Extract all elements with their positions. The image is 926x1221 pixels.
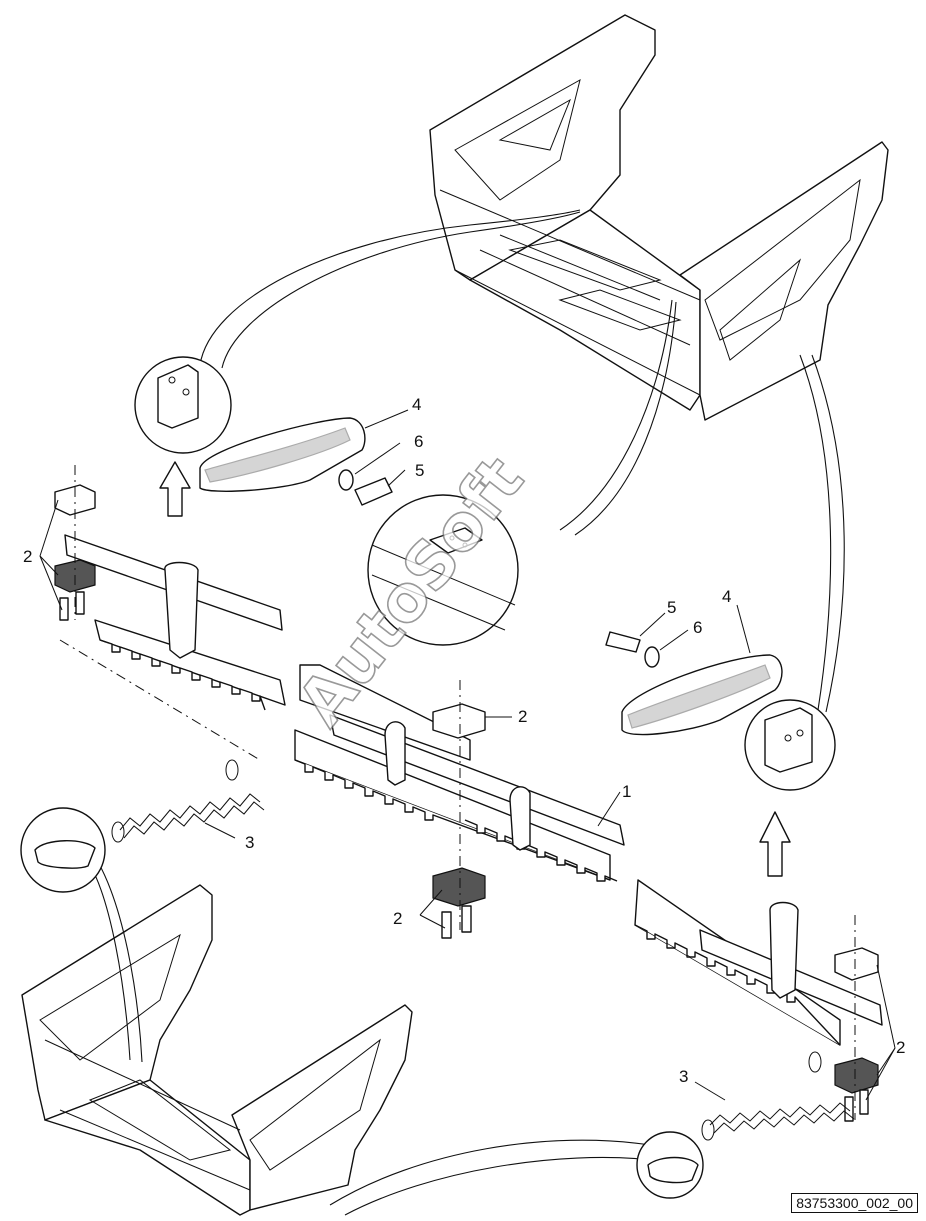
callout-3-left: 3: [245, 833, 254, 852]
callout-2-bottom: 2: [393, 909, 402, 928]
lower-chassis-frame: [21, 884, 413, 1216]
left-rake-bar: [59, 534, 286, 761]
callout-2-center: 2: [518, 707, 527, 726]
callout-4-left: 4: [412, 395, 421, 414]
bolts: [59, 477, 869, 1122]
callout-3-right: 3: [679, 1067, 688, 1086]
callout-2-left: 2: [23, 547, 32, 566]
springs: [111, 759, 855, 1141]
callout-labels: 1 2 2 2 2 3 3 4 4 5 5 6 6: [23, 395, 905, 1086]
callout-5-left: 5: [415, 461, 424, 480]
upper-chassis-frame: [429, 14, 889, 421]
washers: [338, 469, 660, 668]
detail-circle-lower-left: [20, 807, 106, 893]
bearing-blocks: [54, 465, 879, 1120]
detail-connector-lines: [89, 209, 845, 1216]
detail-circle-right: [744, 699, 836, 791]
drawing-reference-number: 83753300_002_00: [791, 1193, 918, 1213]
right-rake-bar: [634, 879, 883, 1046]
leader-lines: [39, 409, 896, 1101]
detail-circle-center: [367, 494, 519, 646]
pads: [199, 417, 783, 736]
callout-2-right: 2: [896, 1038, 905, 1057]
callout-4-right: 4: [722, 587, 731, 606]
callout-5-right: 5: [667, 598, 676, 617]
callout-6-right: 6: [693, 618, 702, 637]
detail-circle-upper-left: [134, 356, 232, 454]
callout-1: 1: [622, 782, 631, 801]
callout-6-left: 6: [414, 432, 423, 451]
center-rake-bar: [294, 664, 625, 882]
arrow-up-icon: [159, 461, 791, 877]
detail-circle-lower-right: [636, 1131, 704, 1199]
